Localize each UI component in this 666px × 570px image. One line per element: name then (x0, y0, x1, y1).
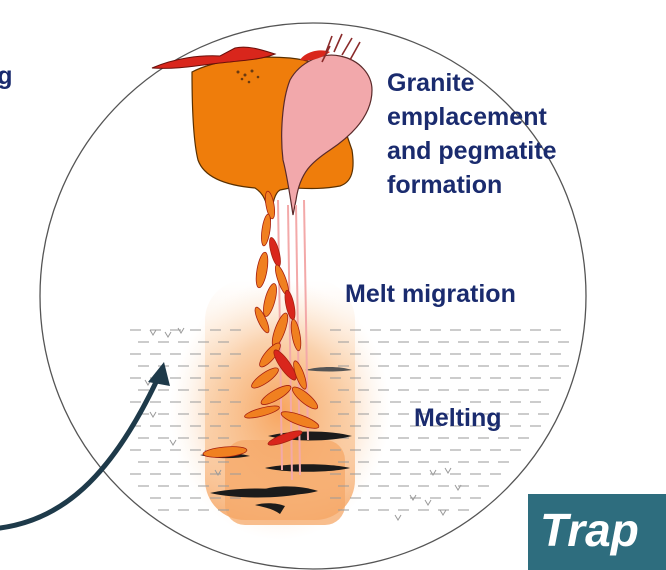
trap-badge-text: Trap (540, 502, 639, 558)
rock-mark (440, 510, 446, 515)
rock-mark (150, 412, 156, 417)
cut-off-label: ng (0, 60, 13, 92)
rock-mark (150, 330, 156, 335)
granite-emplacement-label: Granite emplacement and pegmatite format… (387, 66, 637, 202)
rock-mark (395, 515, 401, 520)
trap-badge: Trap (528, 494, 666, 570)
rock-mark (425, 500, 431, 505)
rock-mark (445, 468, 451, 473)
rock-mark (165, 332, 171, 337)
melting-label: Melting (414, 402, 502, 434)
curved-arrow (0, 378, 158, 528)
melt-migration-label: Melt migration (345, 278, 516, 310)
pegmatite-body (282, 55, 372, 215)
melt-lens (267, 236, 282, 267)
